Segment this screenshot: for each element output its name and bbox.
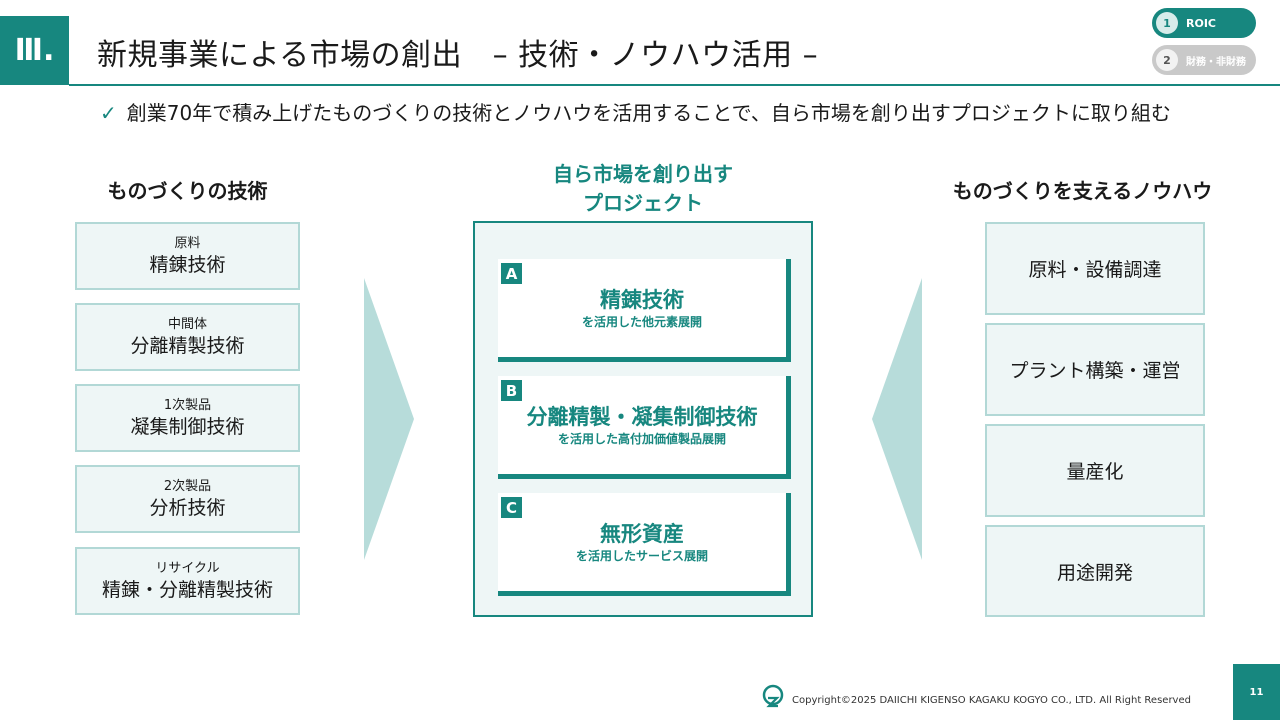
nav-pill-number: 1 bbox=[1156, 12, 1178, 34]
project-title: 無形資産 bbox=[600, 521, 684, 546]
tech-box-main: 精錬・分離精製技術 bbox=[101, 578, 273, 601]
tech-box: リサイクル 精錬・分離精製技術 bbox=[75, 547, 300, 615]
nav-pill-label: 財務・非財務 bbox=[1186, 56, 1246, 68]
page-title: 新規事業による市場の創出 – 技術・ノウハウ活用 – bbox=[97, 38, 819, 73]
project-subtitle: を活用した高付加価値製品展開 bbox=[557, 431, 726, 446]
knowhow-box: 量産化 bbox=[985, 424, 1205, 517]
tech-box-main: 分析技術 bbox=[149, 496, 226, 519]
tech-box-sub: 2次製品 bbox=[163, 478, 212, 494]
arrow-left-icon bbox=[872, 278, 922, 560]
project-card-b: B 分離精製・凝集制御技術 を活用した高付加価値製品展開 bbox=[498, 376, 791, 479]
tech-box: 1次製品 凝集制御技術 bbox=[75, 384, 300, 452]
nav-pill-roic[interactable]: 1 ROIC bbox=[1152, 8, 1256, 38]
tech-box-main: 凝集制御技術 bbox=[130, 415, 245, 438]
nav-pill-financial[interactable]: 2 財務・非財務 bbox=[1152, 45, 1256, 75]
page-number: 11 bbox=[1233, 664, 1280, 720]
section-badge: Ⅲ. bbox=[0, 16, 69, 85]
project-letter-badge: A bbox=[501, 263, 522, 284]
nav-pill-number: 2 bbox=[1156, 49, 1178, 71]
project-card-c: C 無形資産 を活用したサービス展開 bbox=[498, 493, 791, 596]
copyright-text: Copyright©2025 DAIICHI KIGENSO KAGAKU KO… bbox=[792, 695, 1191, 706]
center-heading-line2: プロジェクト bbox=[583, 191, 703, 215]
project-subtitle: を活用した他元素展開 bbox=[581, 314, 702, 329]
lead-statement: ✓ 創業70年で積み上げたものづくりの技術とノウハウを活用することで、自ら市場を創… bbox=[100, 97, 1171, 126]
center-heading-line1: 自ら市場を創り出す bbox=[553, 162, 733, 186]
project-title: 分離精製・凝集制御技術 bbox=[526, 404, 758, 429]
company-logo-icon bbox=[762, 684, 784, 708]
tech-box-main: 精錬技術 bbox=[149, 253, 226, 276]
project-card-a: A 精錬技術 を活用した他元素展開 bbox=[498, 259, 791, 362]
tech-box: 原料 精錬技術 bbox=[75, 222, 300, 290]
title-underline bbox=[69, 84, 1280, 86]
project-title: 精錬技術 bbox=[600, 287, 684, 312]
knowhow-box: プラント構築・運営 bbox=[985, 323, 1205, 416]
tech-box-main: 分離精製技術 bbox=[130, 334, 245, 357]
tech-box: 中間体 分離精製技術 bbox=[75, 303, 300, 371]
tech-box-sub: 1次製品 bbox=[163, 397, 212, 413]
knowhow-label: 用途開発 bbox=[1056, 561, 1133, 584]
nav-pill-label: ROIC bbox=[1186, 16, 1216, 30]
check-icon: ✓ bbox=[100, 101, 117, 125]
left-heading: ものづくりの技術 bbox=[107, 179, 268, 203]
tech-box-sub: リサイクル bbox=[155, 560, 220, 576]
tech-box-sub: 原料 bbox=[174, 235, 201, 251]
tech-box: 2次製品 分析技術 bbox=[75, 465, 300, 533]
knowhow-box: 用途開発 bbox=[985, 525, 1205, 617]
project-letter-badge: C bbox=[501, 497, 522, 518]
center-heading: 自ら市場を創り出す プロジェクト bbox=[473, 160, 813, 218]
knowhow-label: 量産化 bbox=[1066, 461, 1124, 483]
tech-box-sub: 中間体 bbox=[167, 316, 207, 332]
knowhow-label: プラント構築・運営 bbox=[1009, 360, 1181, 382]
knowhow-label: 原料・設備調達 bbox=[1028, 259, 1162, 281]
project-letter-badge: B bbox=[501, 380, 522, 401]
lead-text: 創業70年で積み上げたものづくりの技術とノウハウを活用することで、自ら市場を創り… bbox=[126, 101, 1171, 125]
arrow-right-icon bbox=[364, 278, 414, 560]
project-subtitle: を活用したサービス展開 bbox=[575, 548, 708, 563]
right-heading: ものづくりを支えるノウハウ bbox=[952, 179, 1213, 203]
knowhow-box: 原料・設備調達 bbox=[985, 222, 1205, 315]
